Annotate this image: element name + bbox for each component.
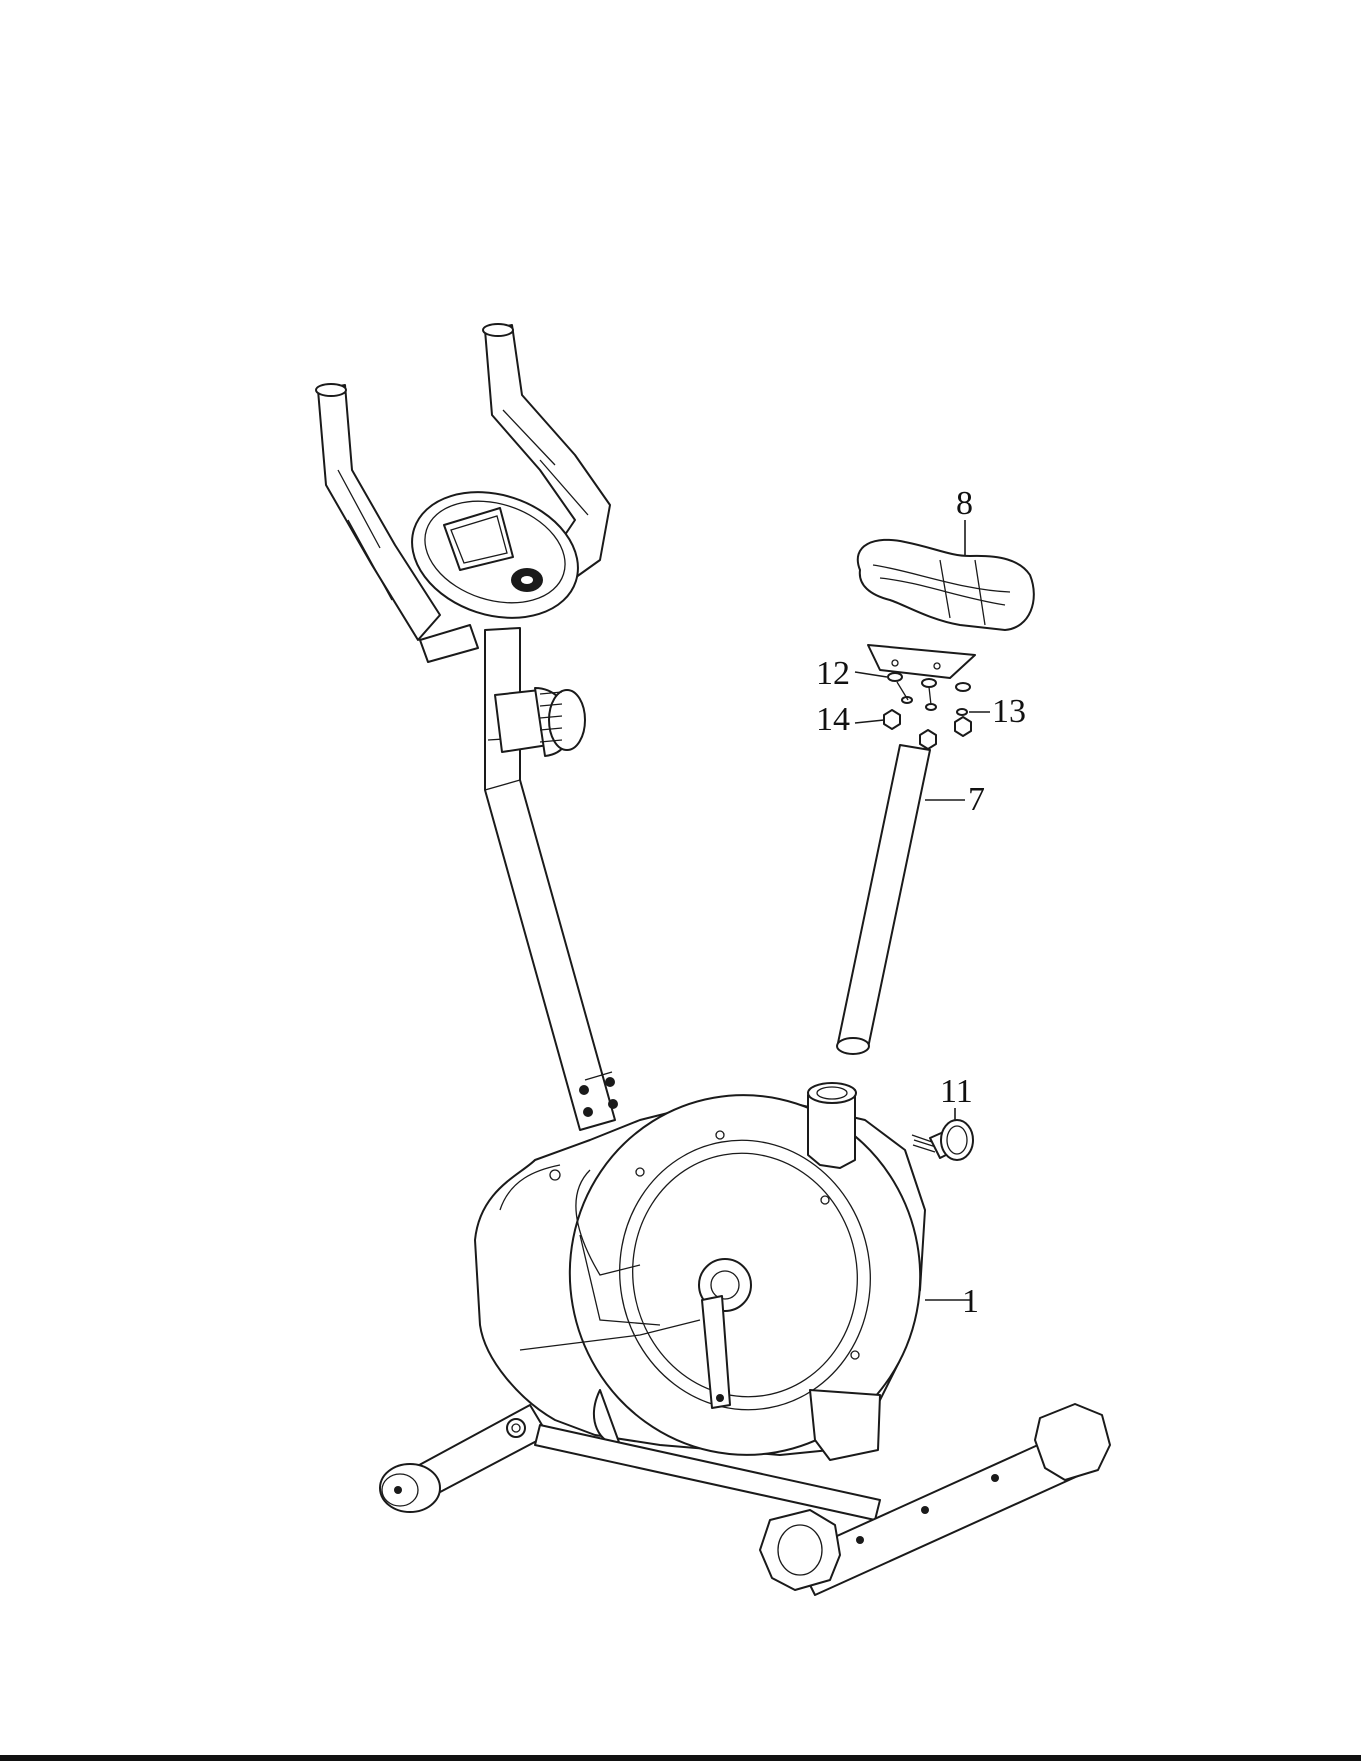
callout-8: 8 xyxy=(956,485,973,522)
callout-13: 13 xyxy=(992,693,1026,730)
callout-1: 1 xyxy=(962,1283,979,1320)
seat-post xyxy=(837,745,930,1054)
seat-bracket xyxy=(868,645,975,678)
tension-knob-icon xyxy=(495,688,585,756)
page-bottom-edge xyxy=(0,1755,1361,1761)
callout-7: 7 xyxy=(968,781,985,818)
callout-14: 14 xyxy=(816,701,850,738)
nut-14 xyxy=(884,710,971,749)
main-frame-body xyxy=(475,1067,949,1482)
seat xyxy=(858,540,1034,630)
callout-12: 12 xyxy=(816,655,850,692)
adjust-knob-11 xyxy=(912,1120,973,1160)
front-stabilizer xyxy=(380,1405,548,1512)
callout-11: 11 xyxy=(940,1073,973,1110)
